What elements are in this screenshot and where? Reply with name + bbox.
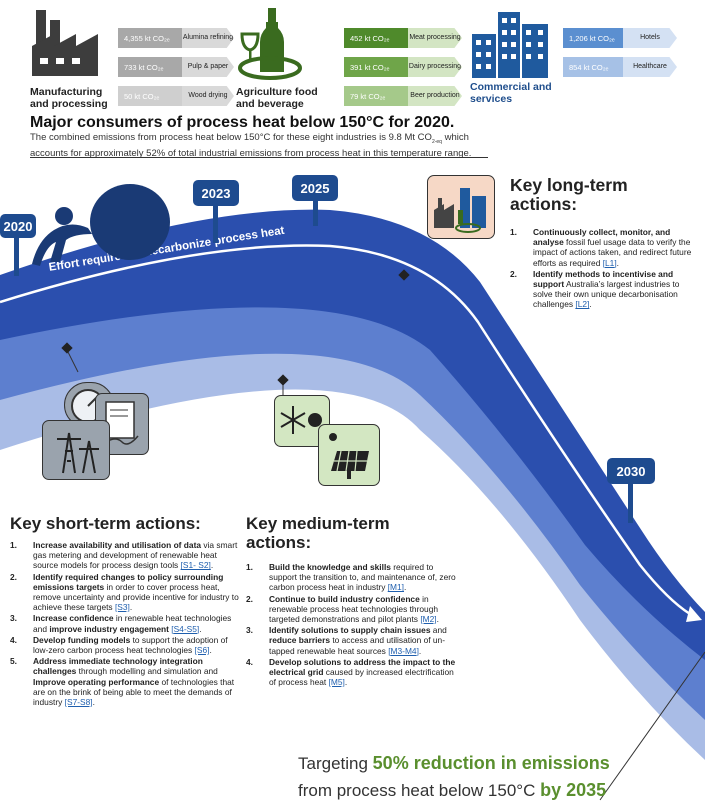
year-sign-2020: 2020 <box>0 214 36 238</box>
year-sign-2025: 2025 <box>292 175 338 201</box>
power-tower-icon <box>57 432 99 474</box>
medium-term-item: 3.Identify solutions to supply chain iss… <box>246 625 447 656</box>
short-term-item: 3.Increase confidence in renewable heat … <box>10 613 232 634</box>
industry-combo-icon <box>434 188 486 233</box>
title-divider <box>30 157 488 158</box>
year-sign-2030: 2030 <box>607 458 655 484</box>
emission-row-dairy: 391 kt CO₂ₑ Dairy processing <box>344 57 462 77</box>
factory-icon <box>32 10 98 76</box>
short-term-item: 1.Increase availability and utilisation … <box>10 540 238 571</box>
medium-term-item: 2.Continue to build industry confidence … <box>246 593 439 625</box>
snow-sun-card <box>274 395 330 447</box>
main-title: Major consumers of process heat below 15… <box>30 114 455 131</box>
short-term-item: 2.Identify required changes to policy su… <box>10 571 239 613</box>
buildings-icon <box>472 12 548 78</box>
ref-link-s7[interactable]: [S7-S8] <box>64 697 93 708</box>
ref-link-m5[interactable]: [M5] <box>328 677 345 688</box>
ref-link-s6[interactable]: [S6] <box>194 645 210 656</box>
pole-2025 <box>313 198 318 226</box>
pole-2023 <box>213 205 218 243</box>
power-tower-card <box>42 420 110 480</box>
emission-row-pulp: 733 kt CO₂ₑ Pulp & paper <box>118 57 234 77</box>
medium-term-item: 1.Build the knowledge and skills require… <box>246 562 456 593</box>
emission-row-alumina: 4,355 kt CO₂ₑ Alumina refining <box>118 28 234 48</box>
subtitle: The combined emissions from process heat… <box>30 132 472 159</box>
long-term-item: 2.Identify methods to incentivise and su… <box>510 268 680 310</box>
ref-link-m2[interactable]: [M2] <box>420 614 437 625</box>
emission-row-wood: 50 kt CO₂ₑ Wood drying <box>118 86 234 106</box>
long-term-list: 1.Continuously collect, monitor, and ana… <box>508 227 698 311</box>
document-pen-icon <box>105 401 139 445</box>
short-term-item: 4.Develop funding models to support the … <box>10 634 228 656</box>
ref-link-m1[interactable]: [M1] <box>387 582 405 593</box>
pole-2020 <box>14 236 19 276</box>
food-beverage-icon <box>238 8 302 80</box>
emission-row-beer: 79 kt CO₂ₑ Beer production <box>344 86 462 106</box>
pushing-boulder-icon <box>32 184 170 266</box>
long-term-title: Key long-term actions: <box>510 175 628 214</box>
ref-link-l1[interactable]: [L1] <box>602 257 617 268</box>
sector-manufacturing: Manufacturing and processing <box>30 6 120 110</box>
solar-panel-icon <box>329 433 369 479</box>
sector-agriculture: Agriculture food and beverage <box>236 6 336 110</box>
snowflake-sun-icon <box>280 406 322 434</box>
sector-label-agriculture: Agriculture food and beverage <box>236 86 318 110</box>
emission-row-healthcare: 854 kt CO₂ₑ Healthcare <box>563 57 677 77</box>
long-term-item: 1.Continuously collect, monitor, and ana… <box>510 227 692 268</box>
pole-2030 <box>628 481 633 523</box>
sector-label-manufacturing: Manufacturing and processing <box>30 86 108 110</box>
emission-row-meat: 452 kt CO₂ₑ Meat processing <box>344 28 462 48</box>
medium-term-list: 1.Build the knowledge and skills require… <box>244 562 460 688</box>
short-term-item: 5.Address immediate technology integrati… <box>10 656 235 708</box>
medium-term-title: Key medium-term actions: <box>246 514 390 552</box>
target-statement: Targeting 50% reduction in emissions fro… <box>298 753 610 800</box>
medium-term-item: 4.Develop solutions to address the impac… <box>246 656 456 688</box>
ref-link-m3[interactable]: [M3-M4] <box>388 645 419 656</box>
target-highlight: 50% reduction in emissions <box>372 753 610 773</box>
long-term-industry-card <box>427 175 495 239</box>
ref-link-s1[interactable]: [S1- S2] <box>180 560 211 571</box>
emission-row-hotels: 1,206 kt CO₂ₑ Hotels <box>563 28 677 48</box>
sector-commercial: Commercial and services <box>470 8 565 108</box>
ref-link-s4[interactable]: [S4-S5] <box>171 623 200 634</box>
solar-card <box>318 424 380 486</box>
target-year-highlight: by 2035 <box>540 780 607 800</box>
sector-label-commercial: Commercial and services <box>470 81 552 105</box>
short-term-title: Key short-term actions: <box>10 514 201 533</box>
ref-link-l2[interactable]: [L2] <box>575 299 590 310</box>
year-sign-2023: 2023 <box>193 180 239 206</box>
short-term-list: 1.Increase availability and utilisation … <box>8 540 240 708</box>
ref-link-s3[interactable]: [S3] <box>114 602 130 613</box>
